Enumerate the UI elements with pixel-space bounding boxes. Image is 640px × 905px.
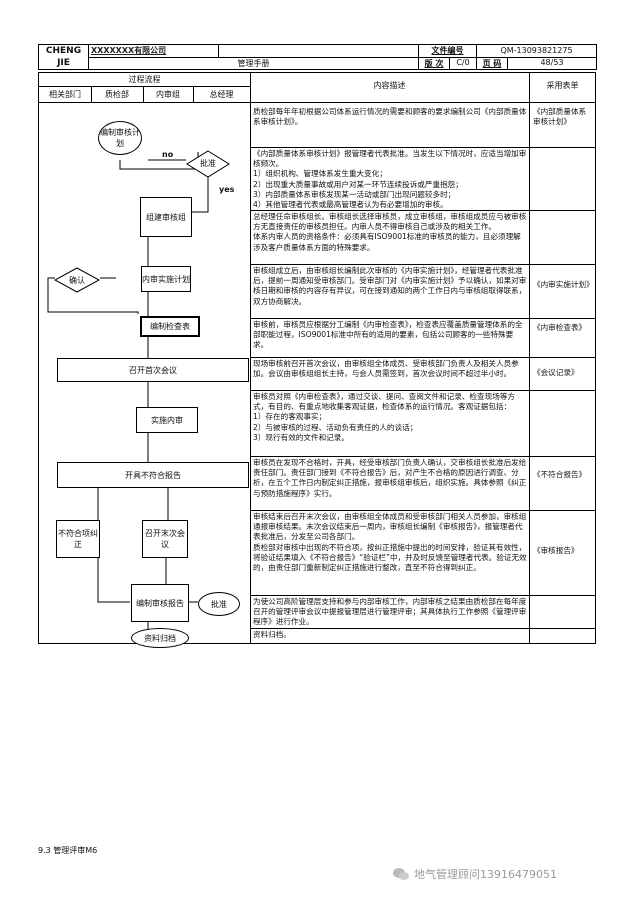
process-flow-heading: 过程流程 — [128, 75, 161, 84]
document-header: CHENG JIE XXXXXXX有限公司 文件编号 QM-1309382127… — [38, 44, 597, 70]
row-7-description: 审核员对照《内审检查表》，通过交谈、提问、查阅文件和记录、检查现场等方式，有目的… — [253, 392, 515, 442]
doc-no-value: QM-13093821275 — [476, 44, 597, 58]
page-label: 页 码 — [478, 57, 508, 69]
row-6-form: 《会议记录》 — [533, 368, 579, 377]
flow-last-meeting: 召开末次会议 — [142, 520, 188, 558]
flow-approve-label: 批准 — [200, 159, 216, 168]
row-8-description: 审核员在发现不合格时，开具，经受审核部门负责人确认，交审核组长批准后发给责任部门… — [253, 458, 527, 498]
flow-internal-plan: 内审实施计划 — [141, 266, 191, 292]
flow-yes-label: yes — [219, 185, 235, 194]
manual-name: 管理手册 — [88, 56, 419, 70]
flow-confirm-diamond: 确认 — [54, 267, 100, 293]
flow-no-label: no — [162, 150, 174, 159]
flow-first-meeting: 召开首次会议 — [57, 358, 249, 382]
row-4-description: 审核组成立后，由审核组长编制此次审核的《内审实施计划》，经管理者代表批准后，提前… — [253, 266, 527, 306]
flow-nc-report: 开具不符合报告 — [57, 462, 249, 488]
col-audit-team: 内审组 — [156, 90, 180, 99]
col-gm: 总经理 — [209, 90, 234, 99]
page-value: 48/53 — [540, 57, 564, 67]
footer-watermark: 地气管理顾问13916479051 — [392, 866, 557, 882]
flow-prepare-plan: 编制审核计划 — [98, 121, 142, 155]
col-related-dept: 相关部门 — [49, 90, 81, 99]
company-name: XXXXXXX有限公司 — [88, 44, 219, 58]
row-6-description: 现场审核前召开首次会议，由审核组全体成员、受审核部门负责人及相关人员参加。会议由… — [253, 359, 519, 379]
col-forms: 采用表单 — [546, 81, 579, 90]
flow-audit-report: 编制审核报告 — [131, 584, 189, 622]
row-10-description: 为使公司高阶管理层支持和参与内部审核工作，内部审核之结果由质检部在每年度召开的管… — [253, 597, 527, 627]
flow-checklist: 编制检查表 — [140, 316, 200, 337]
row-11-description: 资料归档。 — [253, 630, 291, 639]
col-description: 内容描述 — [373, 81, 406, 90]
flow-form-team: 组建审核组 — [140, 197, 192, 237]
row-3-description: 总经理任命审核组长。审核组长选择审核员，成立审核组，审核组成员应与被审核方无直接… — [253, 212, 527, 252]
flow-approve2: 批准 — [198, 592, 240, 616]
col-qa-dept: 质检部 — [105, 90, 129, 99]
wechat-icon — [393, 868, 409, 880]
flow-nc-correct: 不符合项纠正 — [56, 520, 100, 558]
footer-contact: 地气管理顾问13916479051 — [414, 868, 557, 881]
row-4-form: 《内审实施计划》 — [533, 280, 593, 289]
row-1-description: 质检部每年年初根据公司体系运行情况的需要和顾客的要求编制公司《内部质量体系审核计… — [253, 107, 527, 127]
row-9-description: 审核结束后召开末次会议，由审核组全体成员和受审核部门相关人员参加，审核组通报审核… — [253, 512, 527, 573]
row-9-form: 《审核报告》 — [533, 546, 579, 555]
row-2-description: 《内部质量体系审核计划》报管理者代表批准。当发生以下情况时，应适当增加审核频次。… — [253, 149, 527, 210]
row-5-form: 《内审检查表》 — [533, 323, 587, 332]
flow-conduct-audit: 实施内审 — [136, 407, 198, 433]
row-5-description: 审核前，审核员应根据分工编制《内审检查表》，检查表应覆盖质量管理体系的全部职能过… — [253, 320, 523, 350]
flow-confirm-label: 确认 — [69, 276, 85, 285]
doc-no-label: 文件编号 — [418, 44, 477, 58]
flow-archive: 资料归档 — [131, 628, 189, 648]
footer-section: 9.3 管理评审M6 — [38, 846, 98, 855]
row-1-form: 《内部质量体系审核计划》 — [533, 107, 587, 127]
flow-approve-diamond: 批准 — [186, 150, 230, 178]
revision-label: 版 次 — [420, 57, 450, 69]
row-8-form: 《不符合报告》 — [533, 470, 587, 479]
company-code: CHENG JIE — [38, 44, 89, 70]
revision-value: C/0 — [456, 57, 470, 67]
main-table — [38, 72, 596, 644]
